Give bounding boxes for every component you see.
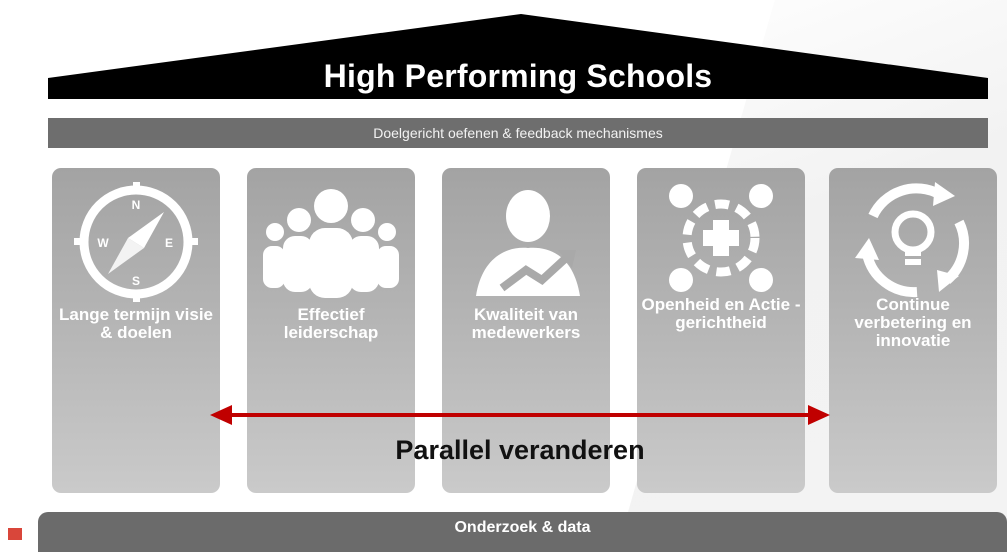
compass-e: E [165,236,173,250]
pillar-openness: Openheid en Actie - gerichtheid [637,168,805,493]
lightbulb-cycle-icon [855,182,969,298]
roof: High Performing Schools [48,14,988,99]
person-growth-icon [476,190,580,296]
network-plus-icon [669,184,773,292]
compass-w: W [97,236,109,250]
roof-shape [48,14,988,99]
pillar-label: Kwaliteit van medewerkers [471,305,581,342]
team-icon [263,189,399,298]
compass-icon: N E S W [74,182,198,302]
pillar-staff-quality: Kwaliteit van medewerkers [442,168,610,493]
pillar-label: Lange termijn visie & doelen [59,305,213,342]
pillar-improvement: Continue verbetering en innovatie [829,168,997,493]
compass-s: S [132,274,140,288]
pillar-label: Openheid en Actie - gerichtheid [641,295,801,332]
pillar-vision: N E S W Lange termijn visie & doelen [52,168,220,493]
double-arrow-icon [210,405,830,425]
arrow-label: Parallel veranderen [395,435,645,465]
logo-fragment [8,528,22,540]
pillar-leadership: Effectief leiderschap [247,168,415,493]
floor-label: Onderzoek & data [454,519,591,536]
floor: Onderzoek & data [38,512,1007,552]
beam-label: Doelgericht oefenen & feedback mechanism… [48,118,988,148]
pillar-label: Continue verbetering en innovatie [854,295,972,350]
pillar-label: Effectief leiderschap [283,305,379,342]
compass-n: N [132,198,141,212]
diagram-title: High Performing Schools [323,58,713,94]
